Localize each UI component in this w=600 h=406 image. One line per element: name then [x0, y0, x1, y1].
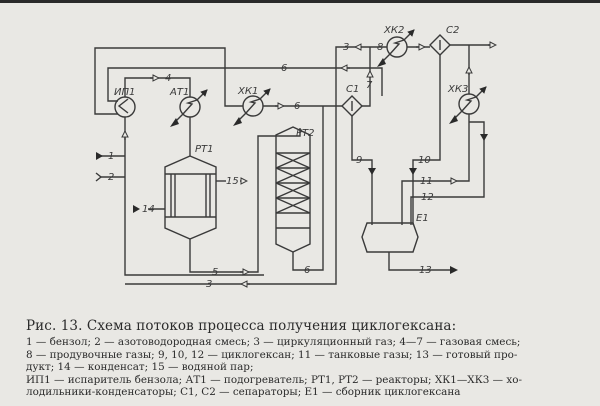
stream-9-arrow-icon	[368, 168, 376, 175]
xk2-inlet-arrow-icon	[377, 58, 386, 67]
xk3-outlet-arrow	[475, 86, 487, 98]
stream-10-line	[412, 55, 441, 225]
stream-12-line	[410, 121, 485, 225]
page-top-edge	[0, 0, 600, 3]
np1-label: ИП1	[114, 87, 135, 98]
process-flow-diagram: ИП1 1 2 АТ1 РТ1 15 14	[94, 25, 600, 290]
evaporator-np1: ИП1	[114, 87, 136, 118]
stream-11-label: 11	[420, 176, 433, 187]
stream-12-label: 12	[421, 192, 434, 203]
xk1-outlet-arrow	[259, 88, 271, 100]
xk1-label: ХК1	[237, 86, 258, 97]
xk2-label: ХК2	[383, 25, 404, 36]
stream-11-line	[401, 114, 470, 225]
c2-label: С2	[446, 25, 459, 36]
e1-label: Е1	[416, 213, 429, 224]
np1-circle	[114, 96, 136, 118]
xk2-inlet-line	[382, 53, 391, 62]
rt1-vessel	[164, 155, 217, 240]
stream-6-label-c: 6	[304, 265, 310, 276]
figure-title: Рис. 13. Схема потоков процесса получени…	[26, 318, 457, 334]
outer-loop-line	[94, 47, 243, 115]
recycle-loop-lines	[94, 47, 383, 115]
e1-vessel	[361, 222, 419, 253]
stream-3-label-b: 3	[206, 279, 212, 290]
collector-e1: Е1 13	[361, 213, 458, 276]
stream-6-label-b: 6	[294, 101, 300, 112]
stream-13-label: 13	[419, 265, 432, 276]
np1-coil	[117, 98, 129, 114]
stream-7-line	[362, 47, 371, 107]
stream-3-return-line	[125, 68, 337, 285]
reactor-rt2: РТ2 6 3	[125, 68, 337, 290]
stream-1-label: 1	[108, 151, 114, 162]
legend-line: дукт; 14 — конденсат; 15 — водяной пар;	[26, 361, 254, 373]
stream-9-line	[351, 116, 373, 225]
xk3-coil	[461, 96, 477, 112]
stream-12-arrow-icon	[480, 134, 488, 141]
rt2-vessel	[275, 126, 311, 253]
cooler-xk1: ХК1	[233, 86, 342, 126]
legend-line: 1 — бензол; 2 — азотоводородная смесь; 3…	[26, 336, 521, 348]
rt1-label: РТ1	[195, 144, 214, 155]
figure-caption: Рис. 13. Схема потоков процесса получени…	[26, 318, 586, 399]
xk2-outlet-arrow	[403, 29, 415, 41]
reactor-rt1: РТ1 15 14 5	[133, 128, 301, 278]
stream-9-label: 9	[356, 155, 362, 166]
at1-inlet-line	[175, 113, 184, 122]
c1-label: С1	[346, 84, 359, 95]
stream-7-label: 7	[366, 80, 373, 91]
stream-15-label: 15	[226, 176, 239, 187]
stream-3-top-line	[335, 46, 387, 68]
stream-1-arrow-icon	[96, 152, 103, 160]
stream-13-arrow-icon	[450, 266, 458, 274]
cooler-xk2: ХК2	[377, 25, 430, 67]
figure-legend: 1 — бензол; 2 — азотоводородная смесь; 3…	[26, 336, 586, 399]
at1-coil	[182, 99, 198, 115]
xk1-inlet-arrow-icon	[233, 117, 242, 126]
at1-label: АТ1	[169, 87, 189, 98]
separator-c2: С2 10	[409, 25, 495, 225]
stream-6-return-line	[107, 67, 383, 102]
rt2-label: РТ2	[296, 128, 315, 139]
separator-c1: С1 7 9	[341, 47, 376, 225]
stream-2-label: 2	[108, 172, 114, 183]
stream-3-bottom-line	[124, 117, 264, 276]
xk1-coil	[245, 98, 261, 114]
stream-14-arrow-icon	[133, 205, 140, 213]
stream-5-line	[189, 128, 301, 273]
stream-2-arrow-icon	[95, 172, 103, 182]
feed-lines: 1 2	[95, 117, 264, 276]
stream-4-label: 4	[165, 73, 171, 84]
heater-at1: АТ1	[169, 87, 208, 156]
stream-14-label: 14	[142, 204, 155, 215]
stream-13-line	[388, 252, 451, 271]
legend-line: ИП1 — испаритель бензола; АТ1 — подогрев…	[26, 373, 522, 386]
rt2-packing	[275, 152, 311, 214]
stream-10-arrow-icon	[409, 168, 417, 175]
xk2-coil	[389, 39, 405, 55]
cooler-xk3: ХК3 11 12	[401, 84, 488, 225]
xk1-inlet-line	[238, 112, 247, 121]
stream-6-label-a: 6	[281, 63, 287, 74]
xk3-inlet-arrow-icon	[449, 115, 458, 124]
legend-line: 8 — продувочные газы; 9, 10, 12 — циклог…	[26, 348, 518, 361]
stream-6-rt2-out-line	[292, 106, 324, 271]
stream-3-label-a: 3	[343, 42, 349, 53]
stream-8-label: 8	[377, 42, 383, 53]
xk3-label: ХК3	[447, 84, 468, 95]
at1-outlet-arrow	[196, 89, 208, 101]
stream-5-label: 5	[212, 267, 218, 278]
stream-3-8-lines: 3 8	[335, 42, 387, 68]
legend-line: лодильники-конденсаторы; С1, С2 — сепара…	[26, 386, 461, 398]
xk3-inlet-line	[454, 110, 463, 119]
stream-10-label: 10	[418, 155, 431, 166]
at1-inlet-arrow-icon	[170, 118, 179, 127]
